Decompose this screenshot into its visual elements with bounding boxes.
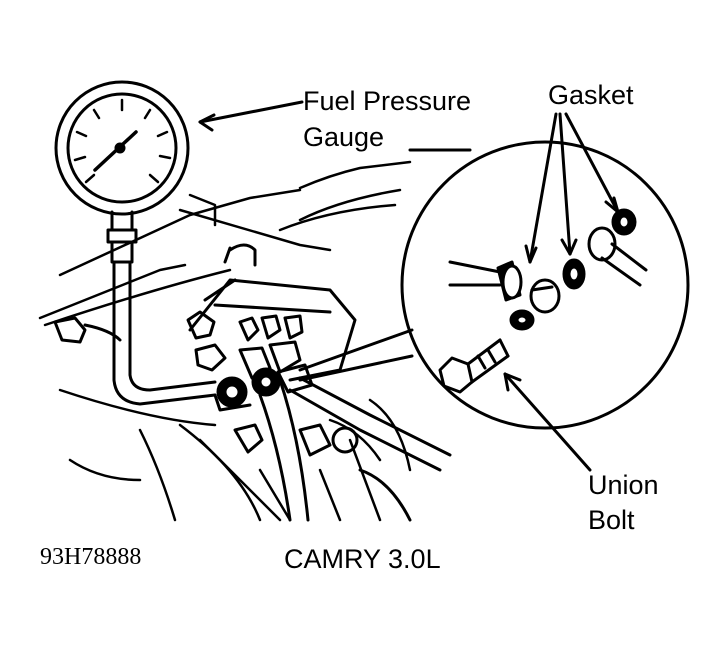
union-fitting-detail [448, 208, 648, 331]
fuel-pressure-gauge [54, 80, 190, 264]
gauge-scale-ticks [73, 98, 172, 184]
gauge-label: Gauge [303, 122, 385, 152]
magnifier-pointer [298, 328, 414, 382]
engine-background-lines [38, 160, 412, 522]
gasket-label: Gasket [548, 80, 634, 110]
union-label: Union [588, 470, 659, 500]
vehicle-label: CAMRY 3.0L [284, 544, 441, 574]
fuel-pressure-label: Fuel Pressure [303, 86, 472, 116]
fuel-delivery-pipe [186, 243, 452, 522]
detail-circle [400, 140, 690, 430]
bolt-label: Bolt [588, 505, 635, 535]
figure-code: 93H78888 [40, 544, 142, 570]
union-bolt [438, 338, 510, 394]
leader-lines [198, 100, 620, 472]
hose-clip [53, 316, 122, 344]
gauge-hose [112, 260, 217, 406]
